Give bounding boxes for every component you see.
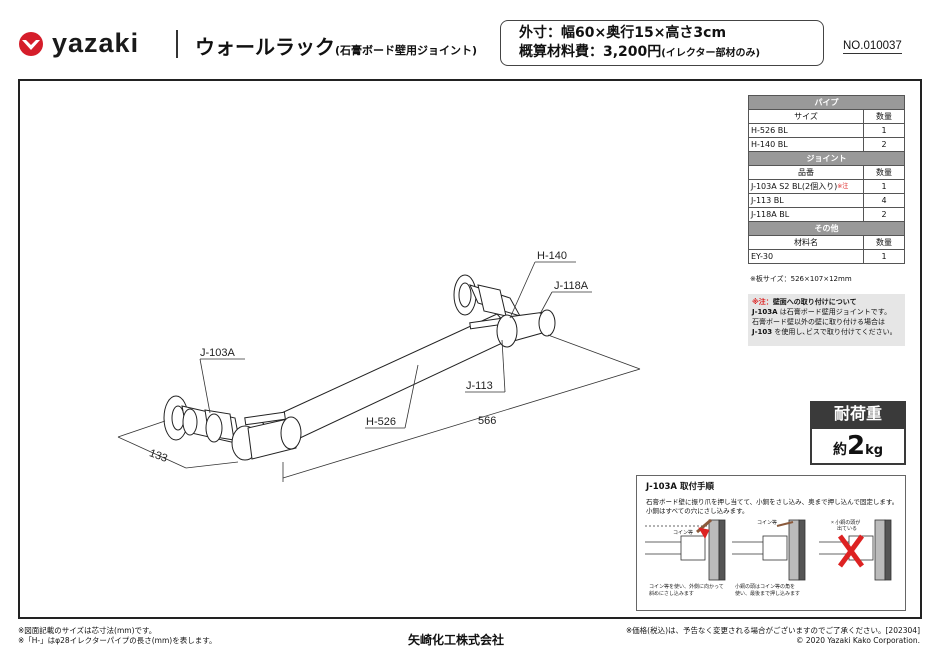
copyright: © 2020 Yazaki Kako Corporation.	[796, 636, 920, 645]
spec-cost: 概算材料費：3,200円(イレクター部材のみ)	[519, 43, 823, 63]
step3-tag-2: 出ている	[837, 525, 857, 532]
note-heading: 壁面への取り付けについて	[772, 298, 857, 306]
step2-caption-2: 使い、最後まで押し込みます	[735, 590, 800, 597]
col-qty: 数量	[863, 235, 905, 250]
company-name: 矢崎化工株式会社	[408, 633, 505, 647]
part-qty: 2	[863, 137, 905, 152]
part-name-text: J-103A S2 BL(2個入り)	[751, 182, 838, 191]
step2-caption-1: 小銅の頭はコイン等の角を	[735, 583, 795, 590]
dim-width: 566	[478, 415, 496, 427]
col-material: 材料名	[748, 235, 864, 250]
spec-cost-note: (イレクター部材のみ)	[661, 48, 761, 59]
footer-note-1: ※図面記載のサイズは芯寸法(mm)です。	[18, 626, 157, 635]
load-capacity-header: 耐荷重	[810, 401, 906, 427]
label-j113: J-113	[466, 380, 493, 392]
note-line3: を使用し､ビスで取り付けてください。	[772, 328, 897, 336]
part-qty: 2	[863, 207, 905, 222]
load-capacity-value: 約2kg	[810, 427, 906, 465]
load-prefix: 約	[832, 442, 847, 458]
install-title: J-103A 取付手順	[646, 482, 714, 492]
note-line1: は石膏ボード壁用ジョイントです。	[777, 308, 892, 316]
step1-caption-2: 斜めにさし込みます	[649, 590, 694, 597]
header-divider	[176, 30, 178, 58]
other-header: その他	[748, 221, 905, 236]
part-name: H-140 BL	[748, 137, 864, 152]
note-mark: ※注：	[752, 298, 773, 306]
label-h140: H-140	[537, 250, 567, 262]
wall-mount-note: ※注：壁面への取り付けについて J-103A は石膏ボード壁用ジョイントです。 …	[748, 294, 905, 346]
label-h526: H-526	[366, 416, 396, 428]
note-code-j103: J-103	[752, 328, 773, 336]
part-name: J-113 BL	[748, 193, 864, 208]
load-number: 2	[846, 431, 866, 461]
load-unit: kg	[865, 443, 884, 458]
joint-j113-right	[477, 284, 507, 317]
step2-tag: コイン等	[757, 519, 777, 526]
pipe-header: パイプ	[748, 95, 905, 110]
part-qty: 1	[863, 179, 905, 194]
note-line2: 石膏ボード壁以外の壁に取り付ける場合は	[752, 318, 885, 326]
joint-header: ジョイント	[748, 151, 905, 166]
price-note: ※価格(税込)は、予告なく変更される場合がございますのでご了承ください。[202…	[625, 626, 920, 635]
board-size-note: ※板サイズ：526×107×12mm	[750, 275, 852, 283]
col-code: 品番	[748, 165, 864, 180]
footer-notes: ※図面記載のサイズは芯寸法(mm)です。 ※「H-」はφ28イレクターパイプの長…	[18, 626, 216, 646]
step1-tag: コイン等	[673, 529, 693, 536]
spec-size: 外寸：幅60×奥行15×高さ3cm	[519, 25, 727, 41]
part-name: H-526 BL	[748, 123, 864, 138]
note-mark: ※注	[837, 183, 849, 190]
part-name: EY-30	[748, 249, 864, 264]
label-j118a: J-118A	[554, 280, 589, 292]
col-qty: 数量	[863, 165, 905, 180]
shelf-board-edge-left	[244, 411, 286, 426]
brand-name: yazaki	[52, 28, 140, 58]
part-name: J-103A S2 BL(2個入り)※注	[748, 179, 864, 194]
brand-logo: yazaki	[18, 28, 139, 59]
page-title: ウォールラック(石膏ボード壁用ジョイント)	[195, 31, 477, 60]
part-name: J-118A BL	[748, 207, 864, 222]
footer-note-2: ※「H-」はφ28イレクターパイプの長さ(mm)を表します。	[18, 636, 217, 645]
col-qty: 数量	[863, 109, 905, 124]
footer-right: ※価格(税込)は、予告なく変更される場合がございますのでご了承ください。[202…	[626, 626, 920, 646]
part-qty: 4	[863, 193, 905, 208]
step1-caption-1: コイン等を使い、外側に向かって	[649, 583, 724, 590]
part-qty: 1	[863, 123, 905, 138]
install-description: 石膏ボード壁に振り爪を押し当てて、小銅をさし込み、奥まで押し込んで固定します。小…	[646, 498, 899, 515]
spec-box: 外寸：幅60×奥行15×高さ3cm 概算材料費：3,200円(イレクター部材のみ…	[500, 20, 824, 66]
x-mark-icon	[837, 534, 865, 568]
label-j103a: J-103A	[200, 347, 236, 359]
dim-depth: 133	[148, 447, 169, 465]
install-step-1	[645, 518, 726, 581]
note-code-j103a: J-103A	[752, 308, 778, 316]
install-illustrations: コイン等 コイン等を使い、外側に向かって 斜めにさし込みます コイン等 小銅の頭…	[645, 518, 892, 597]
title-sub: (石膏ボード壁用ジョイント)	[335, 44, 478, 57]
part-qty: 1	[863, 249, 905, 264]
step3-tag-1: × 小銅の頭が	[831, 519, 860, 526]
product-number: NO.010037	[843, 40, 902, 54]
install-step-2	[732, 519, 806, 581]
spec-cost-value: 概算材料費：3,200円	[519, 44, 662, 60]
drawing-frame	[18, 79, 922, 619]
col-size: サイズ	[748, 109, 864, 124]
title-main: ウォールラック	[195, 35, 335, 59]
install-steps-box: J-103A 取付手順 石膏ボード壁に振り爪を押し当てて、小銅をさし込み、奥まで…	[636, 475, 906, 611]
yazaki-logo-icon	[19, 31, 43, 56]
